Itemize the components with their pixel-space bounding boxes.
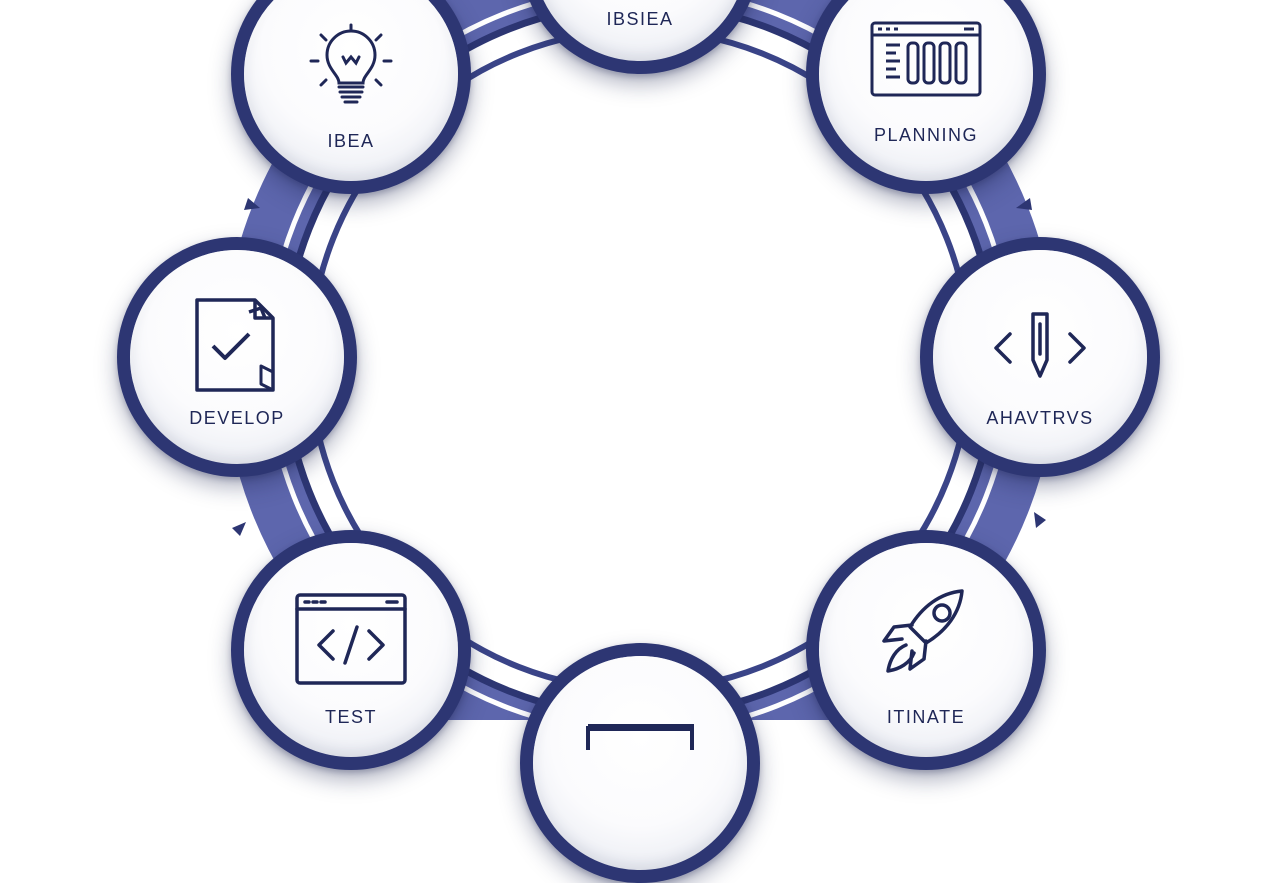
arrow-mark (1016, 198, 1032, 210)
window-icon (580, 712, 700, 752)
step-label-planning: PLANNING (873, 125, 979, 145)
step-label-iterate: ITINATE (886, 707, 966, 727)
step-label-idea: IBEA (327, 131, 375, 151)
code-pen-icon (980, 308, 1100, 388)
ring-arrow-marks (232, 198, 1046, 536)
step-node-planning[interactable]: PLANNING (806, 0, 1046, 194)
step-node-test[interactable]: TEST (231, 530, 471, 770)
arrow-mark (244, 198, 260, 210)
document-check-icon (177, 294, 297, 394)
step-node-iterate[interactable]: ITINATE (806, 530, 1046, 770)
step-node-idea[interactable]: IBEA (231, 0, 471, 194)
step-node-bottom[interactable] (520, 643, 760, 883)
step-label-develop: DEVELOP (189, 408, 285, 428)
step-label-analytics: AHAVTRVS (986, 408, 1094, 428)
rocket-icon (866, 583, 986, 687)
step-node-analytics[interactable]: AHAVTRVS (920, 237, 1160, 477)
step-label-top: IBSIEA (606, 9, 674, 29)
step-label-test: TEST (324, 707, 377, 727)
lightbulb-icon (291, 21, 411, 105)
browser-window-icon (866, 19, 986, 99)
step-node-develop[interactable]: DEVELOP (117, 237, 357, 477)
arrow-mark (232, 522, 246, 536)
arrow-mark (1034, 512, 1046, 528)
code-window-icon (291, 591, 411, 687)
